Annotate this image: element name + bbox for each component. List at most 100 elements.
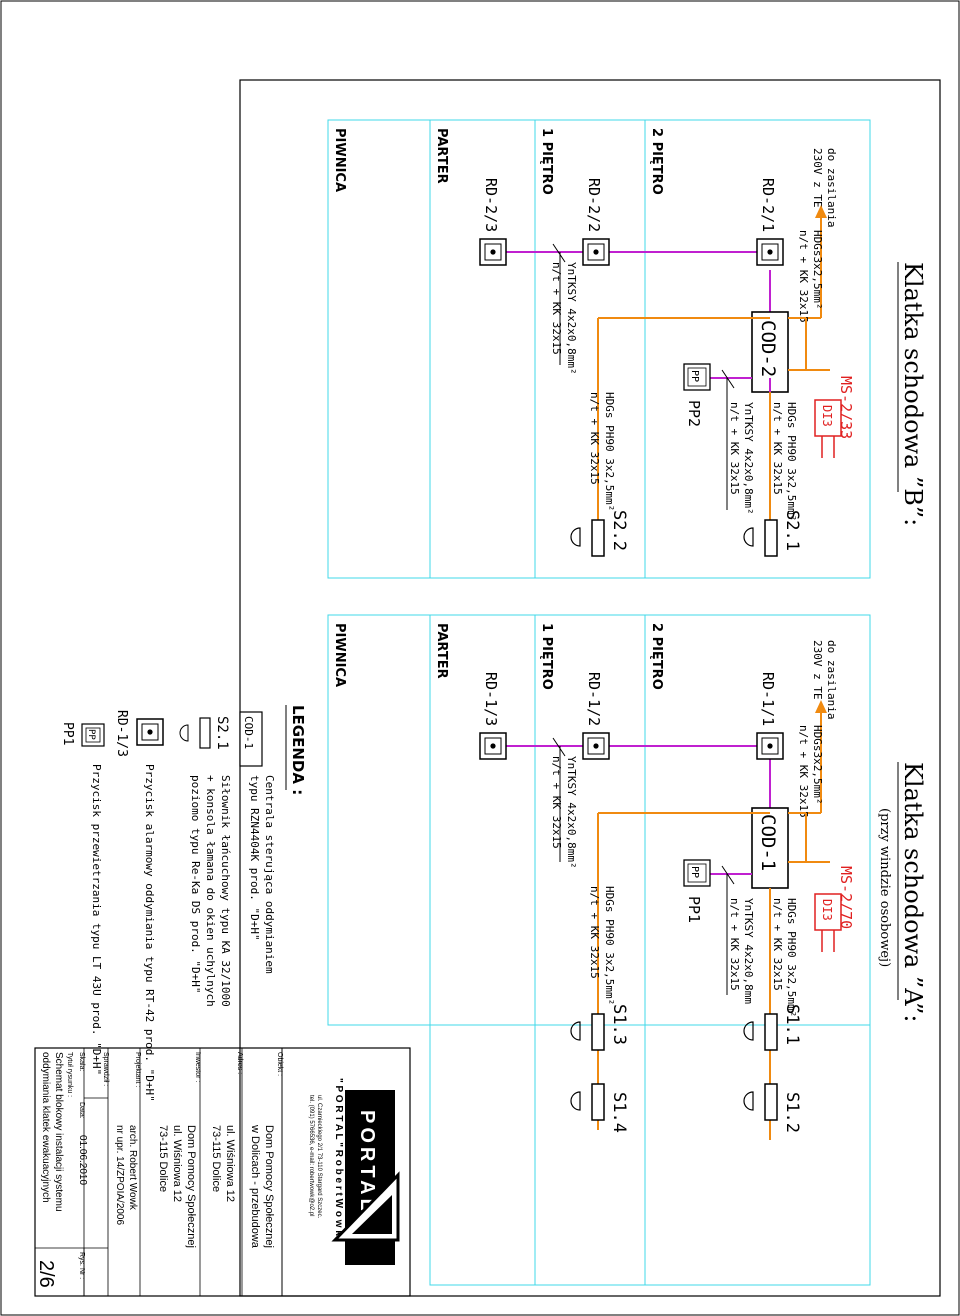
alarm-button-rd-1-3 [479,732,507,760]
section-b: Klatka schodowa ”B”: 2 PIĘTRO 1 PIĘTRO P… [332,128,927,557]
pp-tick [721,369,735,389]
obiekt-label: Obiekt : [276,1052,283,1076]
adres-value: ul. Wiśniowa 12 [224,1125,236,1202]
tytul-value: Schemat blokowy instalacji systemu [53,1052,64,1212]
pp-a-label: PP1 [685,896,703,923]
legend-pp-desc: Przycisk przewietrzania typu LT 43U prod… [90,764,103,1075]
floor-grid [327,119,871,1286]
actuator-s2-1-window-icon [743,527,754,547]
inwestor-value-2: ul. Wiśniowa 12 [171,1125,183,1202]
actuator-s1-3 [591,1013,605,1051]
legend-pp-box [81,723,105,747]
floor-label-a-p1: 1 PIĘTRO [539,623,554,690]
actuator-s1-3-window-icon [570,1021,581,1041]
actuator-s1-2-window-icon [743,1091,754,1111]
inwestor-value: Dom Pomocy Społecznej [185,1125,197,1248]
legend: LEGENDA : COD-1 Centrala sterująca oddym… [60,705,307,1102]
supply-a-label-2: 230V z TE [811,640,824,700]
company-contact: tel. (091) 5766536, e-mail: robertwowk@o… [308,1095,314,1217]
rd-cable-label: YnTKSY 4x2x0,8mm² [565,262,578,375]
cod-2-label: COD-2 [757,320,779,377]
floor-label-a-parter: PARTER [434,623,449,679]
cable-a-s1-label: HDGs PH90 3x2,5mm² [785,898,798,1017]
pp-a-box-label: PP [689,866,700,878]
legend-rd-desc: Przycisk alarmowy oddymiania typu RT-42 … [143,764,156,1102]
sheet-number: 2/6 [35,1260,57,1288]
legend-actuator [199,717,211,749]
portal-logo: PORTAL [331,1090,400,1265]
actuator-s2-1 [764,519,778,557]
supply-label-2: 230V z TE [811,148,824,208]
legend-title: LEGENDA : [289,705,307,795]
floor-label-p1: 1 PIĘTRO [539,128,554,195]
sprawdzil-label: Sprawdził : [102,1052,109,1086]
section-a-title: Klatka schodowa ”A”: [899,762,927,1022]
legend-s-desc-2: + konsola łamana do okien uchylnych [204,775,217,1007]
actuator-s1-1-window-icon [743,1021,754,1041]
legend-s-desc-3: poziomo typu Re-Ka DS prod. "D+H" [189,775,202,994]
cable-pp-label: YnTKSY 4x2x0,8mm² [742,402,755,515]
supply-arrow-icon [815,205,827,218]
adres-label: Adres : [236,1052,243,1074]
legend-cod-box [239,711,263,767]
rd-a-cable-tick [552,737,566,757]
cable-a-main-label: HDGs3x2,5mm² [811,725,824,804]
actuator-s1-4-window-icon [570,1091,581,1111]
rd-1-3-label: RD-1/3 [482,672,500,726]
rd-a-cable-label-2: n/t + KK 32x15 [550,756,563,849]
projektant-value: arch. Robert Wowk [127,1125,138,1211]
adres-value-2: 73-115 Dolice [210,1125,222,1192]
rd-1-2-label: RD-1/2 [585,672,603,726]
cable-a-pp-label: YnTKSY 4x2x0,8mm [742,898,755,1004]
di3-a-label: DI3 [820,899,834,921]
company-address: ul. Czarnieckiego 2/1 73-110 Stargard Sz… [316,1095,322,1219]
di3-box [814,399,842,437]
pp-a-tick [721,865,735,885]
supply-a-arrow-icon [815,700,827,713]
legend-s-desc: Siłownik łańcuchowy typu KA 32/1000 [219,775,232,1007]
supply-a-label: do zasilania [825,640,838,719]
rd-a-cable-label: YnTKSY 4x2x0,8mm² [565,756,578,869]
rd-2-1-label: RD-2/1 [759,178,777,232]
actuator-s1-2 [764,1083,778,1121]
data-label: Data: [78,1102,85,1119]
rd-2-2-label: RD-2/2 [585,178,603,232]
floor-label-a-p2: 2 PIĘTRO [649,623,664,690]
tytul-label: Tytuł rysunku : [66,1052,73,1097]
obiekt-value: Dom Pomocy Społecznej [263,1125,275,1248]
projektant-value-2: nr upr. 14/ZPOIA/2006 [114,1125,125,1225]
legend-alarm-button [136,718,164,746]
legend-pp-label: PP1 [60,722,75,745]
pp-box-label: PP [689,370,700,382]
pp-a-box-inner [687,863,707,883]
inwestor-label: Inwestor : [194,1052,201,1082]
alarm-button-rd-2-3 [479,238,507,266]
cable-pp-label-2: n/t + KK 32x15 [728,402,741,495]
cable-s2-label: HDGs PH90 3x2,5mm² [603,392,616,511]
legend-pp-box-inner [85,727,101,743]
cod-1-label: COD-1 [757,814,779,871]
section-a: Klatka schodowa ”A”: (przy windzie osobo… [332,623,927,1140]
skala-label: Skala: [78,1052,85,1072]
inwestor-value-3: 73-115 Dolice [157,1125,169,1192]
alarm-button-rd-1-1 [756,732,784,760]
legend-s-label: S2.1 [214,716,230,750]
cable-a-s2-label-2: n/t + KK 32x15 [588,886,601,979]
alarm-button-rd-1-2 [582,732,610,760]
di3-a-box [814,893,842,931]
s2-2-label: S2.2 [609,510,629,551]
company-name: " P O R T A L " R o b e r t W o w k [333,1078,344,1236]
cable-a-s2-label: HDGs PH90 3x2,5mm² [603,886,616,1005]
alarm-button-rd-2-2 [582,238,610,266]
legend-pp-box-label: PP [86,729,96,740]
title-block-frame [34,1047,411,1297]
cable-s2-label-2: n/t + KK 32x15 [588,392,601,485]
section-b-title: Klatka schodowa ”B”: [899,262,927,526]
section-a-subtitle: (przy windzie osobowej) [877,808,892,967]
legend-cod-label: COD-1 [242,716,255,749]
floor-label-parter: PARTER [434,128,449,184]
rd-cable-label-2: n/t + KK 32x15 [550,262,563,355]
floor-label-a-piwnica: PIWNICA [332,623,347,687]
